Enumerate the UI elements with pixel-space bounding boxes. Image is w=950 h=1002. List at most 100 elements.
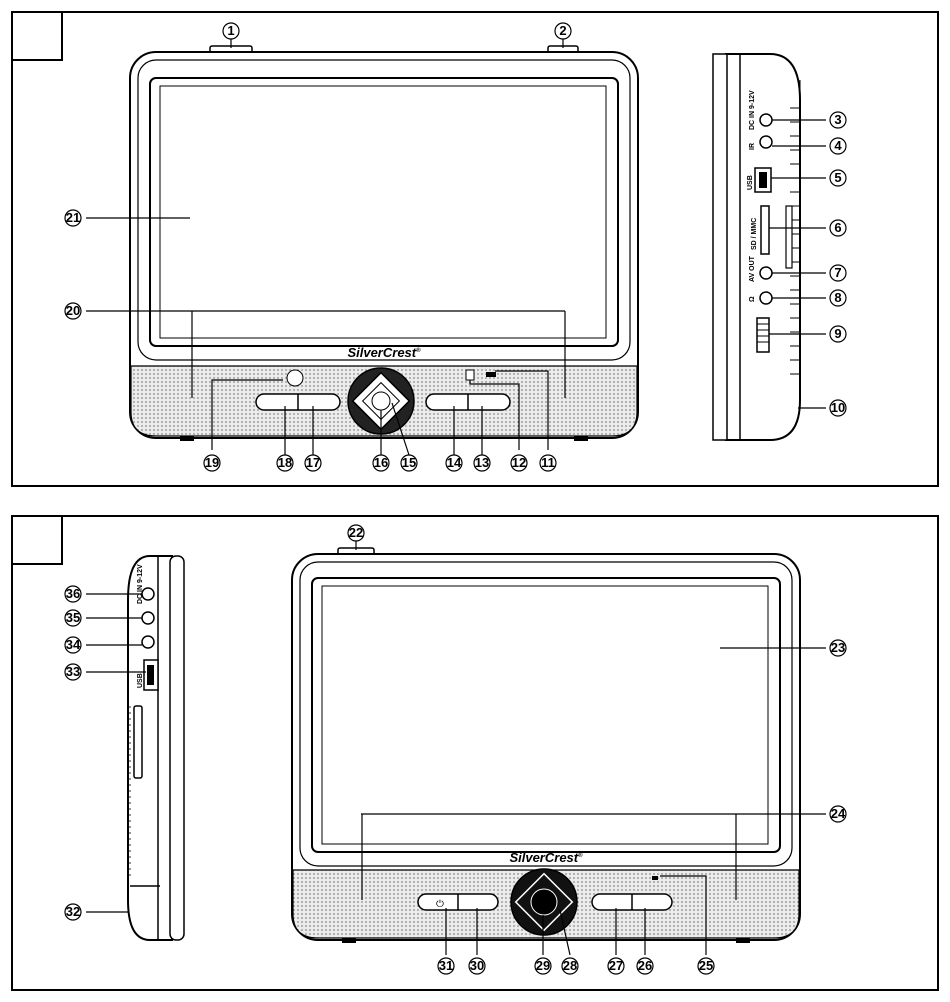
callout-10: 10 <box>830 400 846 416</box>
callout-26: 26 <box>637 958 653 974</box>
svg-text:20: 20 <box>66 303 80 318</box>
callout-33: 33 <box>65 664 81 680</box>
callout-9: 9 <box>830 326 846 342</box>
svg-text:34: 34 <box>66 637 81 652</box>
callout-8: 8 <box>830 290 846 306</box>
callout-22: 22 <box>348 525 364 541</box>
svg-text:4: 4 <box>834 138 842 153</box>
svg-text:35: 35 <box>66 610 80 625</box>
port-label-ir: IR <box>749 143 756 150</box>
figure-b: DC IN 9-12V USB SilverCrest® ⏻ <box>12 516 938 990</box>
callout-17: 17 <box>305 455 321 471</box>
callout-18: 18 <box>277 455 293 471</box>
port-label-phones: Ω <box>749 296 756 302</box>
callout-25: 25 <box>698 958 714 974</box>
callout-32: 32 <box>65 904 81 920</box>
figure-b-tab <box>12 516 62 564</box>
port-label-usb: USB <box>747 175 754 190</box>
svg-text:18: 18 <box>278 455 292 470</box>
callout-29: 29 <box>535 958 551 974</box>
svg-text:15: 15 <box>402 455 416 470</box>
svg-text:5: 5 <box>834 170 841 185</box>
dc-in-port <box>760 114 772 126</box>
callout-20: 20 <box>65 303 81 319</box>
svg-text:23: 23 <box>831 640 845 655</box>
volume-wheel-a <box>757 318 769 352</box>
front-device-b: SilverCrest® ⏻ <box>292 548 800 943</box>
figure-a: SilverCrest® <box>12 12 938 486</box>
card-slot-b <box>134 706 142 778</box>
callout-2: 2 <box>555 23 571 39</box>
callout-5: 5 <box>830 170 846 186</box>
port-label-card: SD / MMC <box>751 218 758 250</box>
callout-12: 12 <box>511 455 527 471</box>
callout-3: 3 <box>830 112 846 128</box>
side-device-b: DC IN 9-12V USB <box>128 556 184 940</box>
svg-text:36: 36 <box>66 586 80 601</box>
callout-31: 31 <box>438 958 454 974</box>
callout-1: 1 <box>223 23 239 39</box>
svg-text:33: 33 <box>66 664 80 679</box>
svg-text:21: 21 <box>66 210 80 225</box>
callout-35: 35 <box>65 610 81 626</box>
led-b <box>652 876 658 880</box>
svg-text:22: 22 <box>349 525 363 540</box>
svg-text:14: 14 <box>447 455 462 470</box>
side-device-a: DC IN 9-12V IR USB SD / MMC AV OUT Ω <box>713 54 800 440</box>
callout-21: 21 <box>65 210 81 226</box>
card-slot-a <box>761 206 769 254</box>
svg-text:27: 27 <box>609 958 623 973</box>
svg-text:7: 7 <box>834 265 841 280</box>
svg-text:8: 8 <box>834 290 841 305</box>
callout-14: 14 <box>446 455 462 471</box>
svg-text:13: 13 <box>475 455 489 470</box>
ir-port <box>760 136 772 148</box>
svg-text:25: 25 <box>699 958 713 973</box>
callout-13: 13 <box>474 455 490 471</box>
svg-text:31: 31 <box>439 958 453 973</box>
callout-7: 7 <box>830 265 846 281</box>
callout-30: 30 <box>469 958 485 974</box>
svg-text:30: 30 <box>470 958 484 973</box>
figure-a-tab <box>12 12 62 60</box>
callout-36: 36 <box>65 586 81 602</box>
port-label-av-out: AV OUT <box>749 255 756 282</box>
port-label-dc-in: DC IN 9-12V <box>749 90 756 130</box>
callout-24: 24 <box>830 806 846 822</box>
svg-text:2: 2 <box>559 23 566 38</box>
power-icon: ⏻ <box>436 899 444 910</box>
svg-text:16: 16 <box>374 455 388 470</box>
port-34 <box>142 636 154 648</box>
callout-6: 6 <box>830 220 846 236</box>
svg-text:24: 24 <box>831 806 846 821</box>
svg-text:19: 19 <box>205 455 219 470</box>
svg-text:6: 6 <box>834 220 841 235</box>
callout-16: 16 <box>373 455 389 471</box>
callout-27: 27 <box>608 958 624 974</box>
callout-19: 19 <box>204 455 220 471</box>
front-device-a: SilverCrest® <box>130 46 638 441</box>
svg-text:12: 12 <box>512 455 526 470</box>
ir-sensor-a <box>466 370 474 380</box>
headphone-port-a <box>760 292 772 304</box>
brand-logo-a: SilverCrest® <box>347 345 421 360</box>
callout-23: 23 <box>830 640 846 656</box>
port-label-usb-b: USB <box>137 673 144 688</box>
callout-15: 15 <box>401 455 417 471</box>
svg-text:1: 1 <box>227 23 234 38</box>
port-35 <box>142 612 154 624</box>
svg-text:11: 11 <box>541 455 555 470</box>
av-out-port <box>760 267 772 279</box>
svg-text:10: 10 <box>831 400 845 415</box>
svg-text:29: 29 <box>536 958 550 973</box>
callout-11: 11 <box>540 455 556 471</box>
svg-text:26: 26 <box>638 958 652 973</box>
callout-4: 4 <box>830 138 846 154</box>
svg-text:32: 32 <box>66 904 80 919</box>
svg-text:28: 28 <box>563 958 577 973</box>
callout-28: 28 <box>562 958 578 974</box>
power-led-a <box>486 372 496 377</box>
callout-34: 34 <box>65 637 81 653</box>
svg-text:9: 9 <box>834 326 841 341</box>
